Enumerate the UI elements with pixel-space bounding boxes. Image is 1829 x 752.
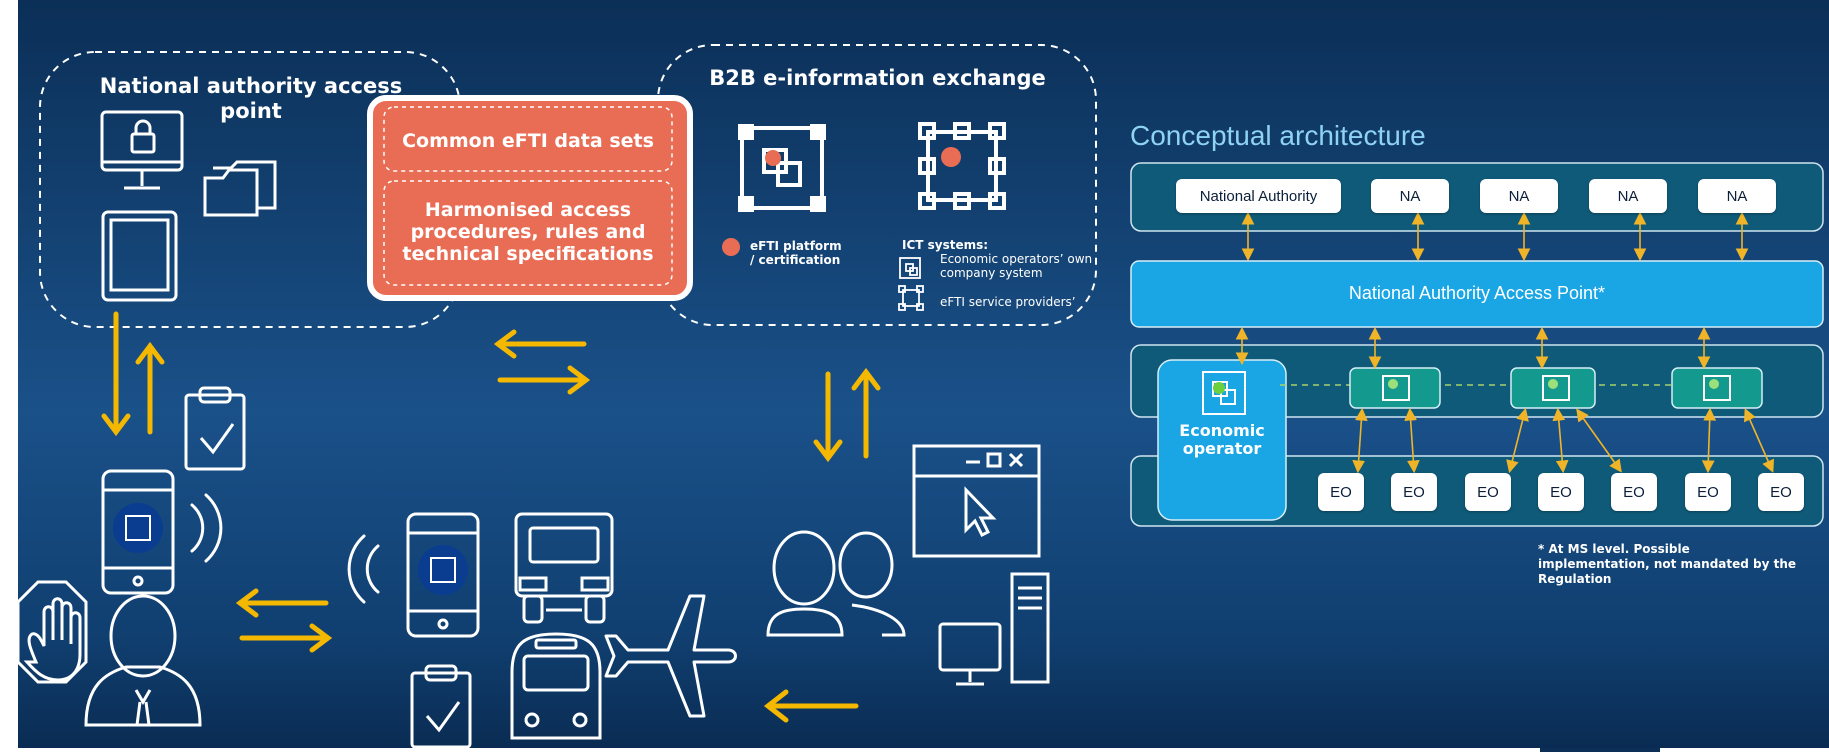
browser-window-icon <box>912 444 1041 558</box>
ict-legend-own-icon <box>899 257 921 279</box>
ict-system-icon <box>918 122 1006 210</box>
na-node: NA <box>1698 179 1776 213</box>
b2b-region <box>657 44 1097 326</box>
lock-monitor-icon <box>100 110 184 190</box>
eo-node: EO <box>1391 473 1437 511</box>
b2b-title: B2B e-information exchange <box>709 66 1046 90</box>
clipboard-check-icon <box>410 664 472 749</box>
ict-own-label: Economic operators’ own company system <box>940 252 1093 280</box>
platform-legend-text: eFTI platform / certification <box>750 239 842 267</box>
na-node: NA <box>1480 179 1558 213</box>
nap-title: National authority access point <box>99 74 403 123</box>
desktop-computer-icon <box>938 572 1050 686</box>
efti-core-box <box>367 95 693 301</box>
procedures-label: Harmonised access procedures, rules and … <box>402 199 654 265</box>
yellow-arrows <box>101 311 881 723</box>
eo-node: EO <box>1685 473 1731 511</box>
eo-node: EO <box>1465 473 1511 511</box>
na-node: NA <box>1371 179 1449 213</box>
data-sets-frame <box>383 106 673 172</box>
platform-icon <box>738 124 826 212</box>
stop-hand-icon <box>16 580 88 684</box>
eo-node: EO <box>1318 473 1364 511</box>
data-sets-label: Common eFTI data sets <box>402 130 654 152</box>
architecture-title: Conceptual architecture <box>1130 120 1426 151</box>
architecture-diagram <box>1130 162 1824 527</box>
eo-node: EO <box>1538 473 1584 511</box>
airplane-icon <box>604 594 737 718</box>
inspector-icon <box>84 594 202 727</box>
clipboard-check-icon <box>184 386 246 471</box>
access-point-label: National Authority Access Point* <box>1348 283 1606 303</box>
bus-icon <box>510 632 602 740</box>
tablet-icon <box>101 210 178 302</box>
smartphone-qr-icon <box>101 469 223 595</box>
architecture-footnote: * At MS level. Possible implementation, … <box>1538 542 1797 586</box>
national-authority-node: National Authority <box>1176 179 1341 213</box>
na-node: NA <box>1589 179 1667 213</box>
smartphone-qr-icon <box>347 512 480 638</box>
folder-icon <box>203 160 277 217</box>
truck-icon <box>514 512 614 624</box>
eo-node: EO <box>1611 473 1657 511</box>
ict-legend-provider-icon <box>898 285 924 311</box>
footer-strip <box>1540 748 1660 752</box>
economic-operator-label: Economic operator <box>1179 421 1265 458</box>
users-icon <box>766 530 906 637</box>
ict-title: ICT systems: <box>902 238 989 252</box>
platform-legend-dot <box>722 238 740 256</box>
ict-providers-label: eFTI service providers’ <box>940 295 1076 309</box>
eo-node: EO <box>1758 473 1804 511</box>
